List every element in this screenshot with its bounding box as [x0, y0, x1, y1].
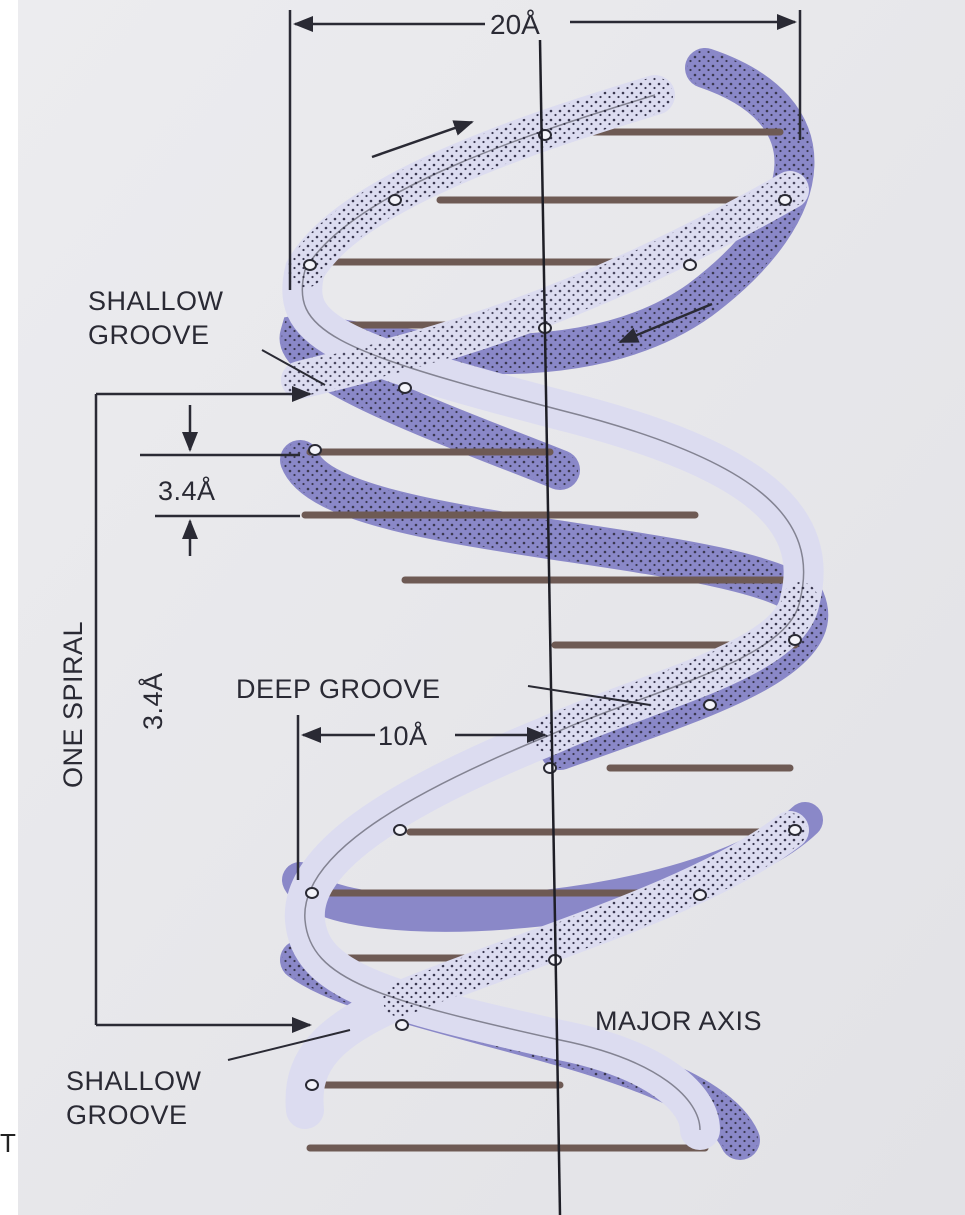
shallow-groove-bottom-label-line1: SHALLOW — [66, 1066, 202, 1096]
shallow-groove-top-label-line1: SHALLOW — [88, 286, 224, 316]
one-spiral-value-label: 3.4Å — [137, 672, 168, 730]
rise-per-base-label: 3.4Å — [158, 475, 216, 506]
shallow-groove-top-label-line2: GROOVE — [88, 320, 210, 350]
edge-text-fragment: T — [0, 1128, 16, 1159]
deep-groove-label: DEEP GROOVE — [236, 674, 441, 704]
width-10-label: 10Å — [378, 720, 428, 751]
shallow-groove-bottom-label-line2: GROOVE — [66, 1100, 188, 1130]
one-spiral-label: ONE SPIRAL — [58, 621, 88, 788]
width-20-label: 20Å — [490, 9, 540, 40]
major-axis-label: MAJOR AXIS — [595, 1006, 762, 1036]
